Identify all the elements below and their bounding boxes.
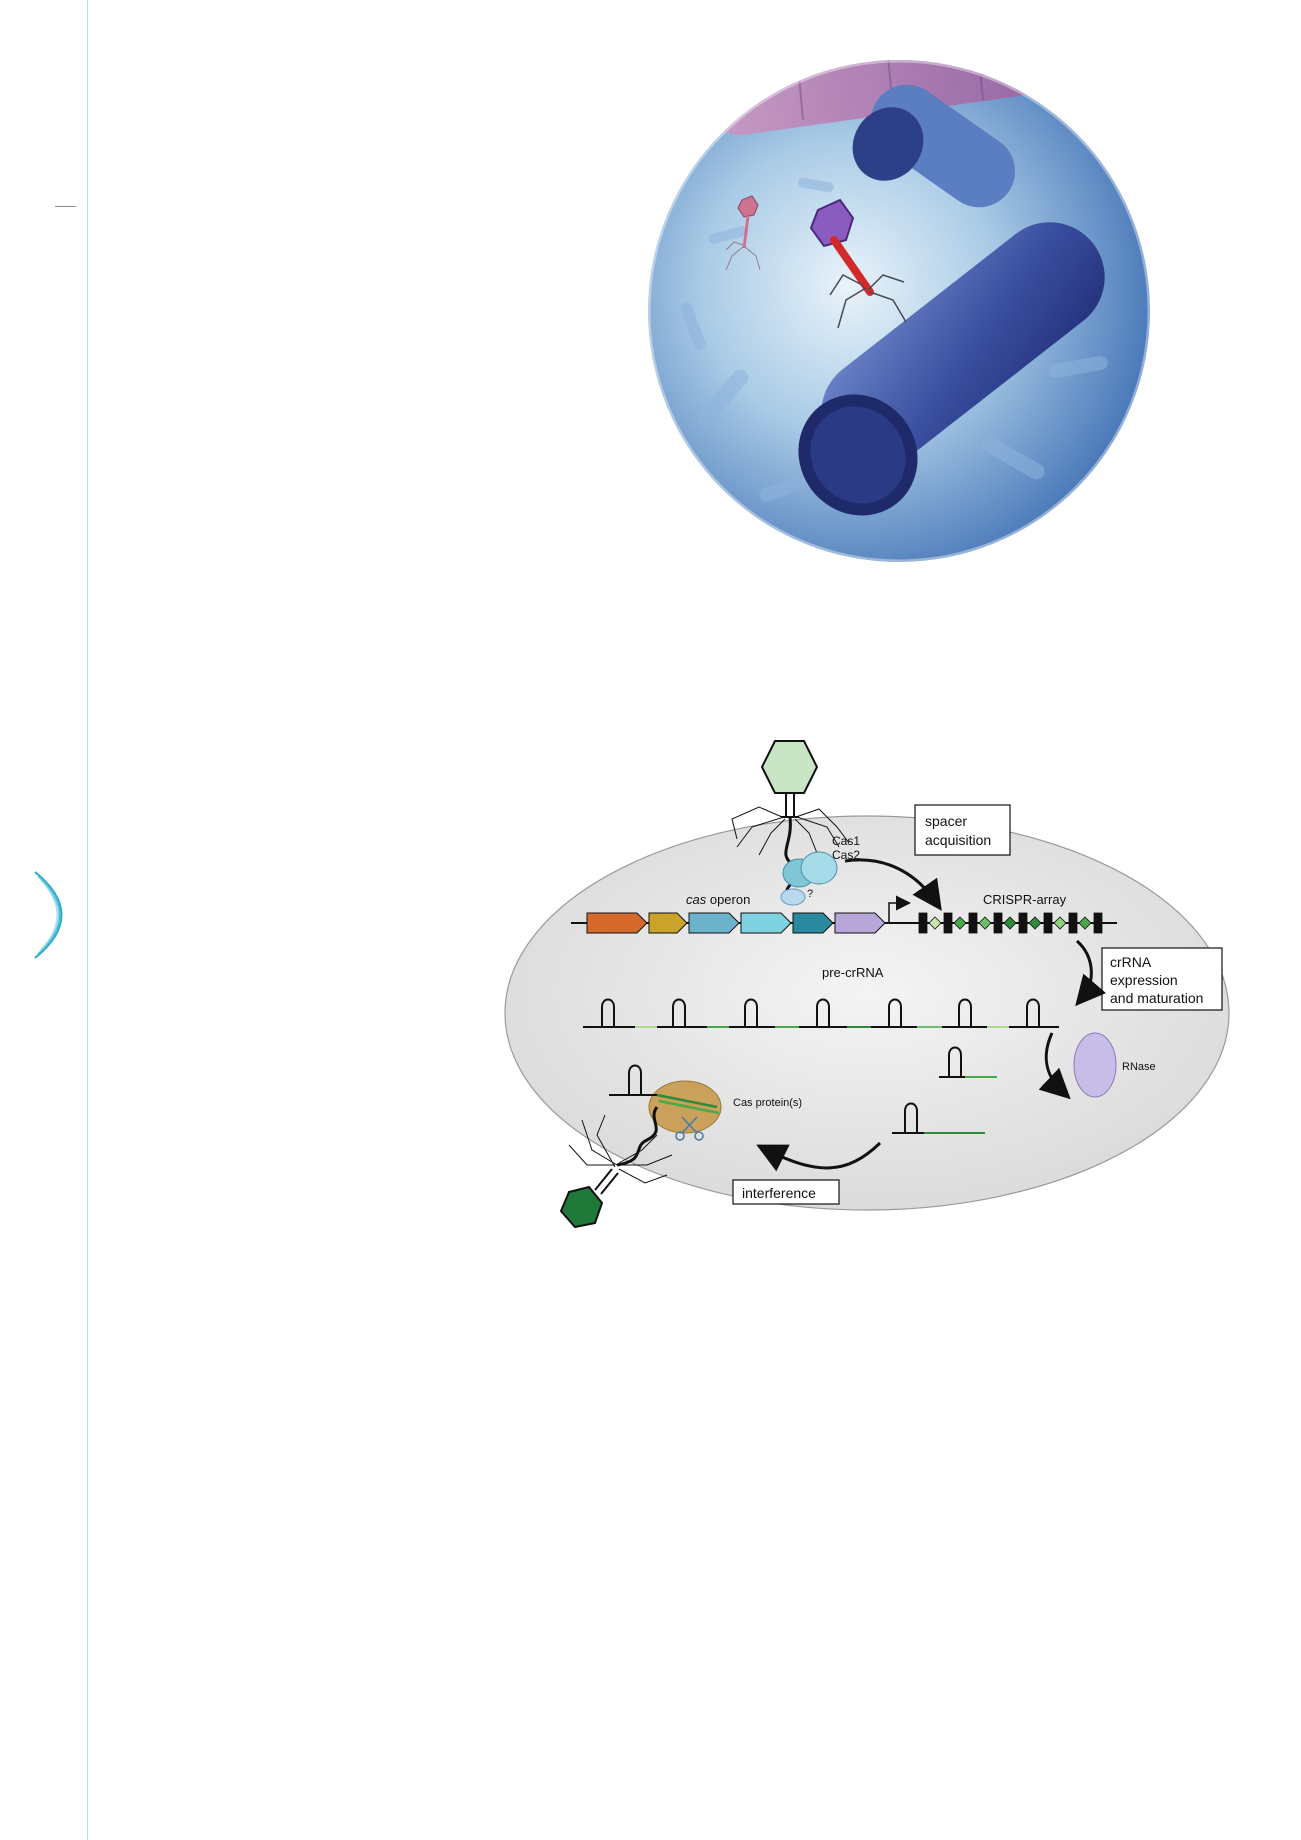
margin-rule xyxy=(87,0,88,1840)
crispr-array-label: CRISPR-array xyxy=(983,892,1067,907)
mature-crrna xyxy=(892,1102,985,1134)
svg-text:acquisition: acquisition xyxy=(925,832,991,848)
acquisition-arrow xyxy=(844,858,942,911)
scissors-icon xyxy=(675,1116,704,1141)
cas1-label: Cas1 xyxy=(832,834,860,848)
cas-operon-label: cas operon xyxy=(686,892,750,907)
processing-arrow xyxy=(1038,1032,1071,1100)
cas-protein-label: Cas protein(s) xyxy=(733,1097,802,1109)
margin-tick xyxy=(55,206,76,207)
svg-text:and maturation: and maturation xyxy=(1110,990,1203,1006)
cas2-label: Cas2 xyxy=(832,848,860,862)
crispr-diagram: Cas1 Cas2 ? spacer acquisition cas opero… xyxy=(504,740,1230,1229)
interference-arrow xyxy=(756,1141,882,1172)
cas-bound-crrna xyxy=(609,1064,720,1115)
svg-text:interference: interference xyxy=(742,1185,816,1201)
svg-text:crRNA: crRNA xyxy=(1110,954,1152,970)
bacteriophage-photo xyxy=(648,60,1150,562)
rnase-label: RNase xyxy=(1122,1061,1156,1073)
svg-text:expression: expression xyxy=(1110,972,1178,988)
pre-crrna-label: pre-crRNA xyxy=(822,965,884,980)
cas1-cas2-complex-icon xyxy=(780,851,838,906)
interference-box: interference xyxy=(732,1179,840,1205)
cas-gene-arrows xyxy=(586,912,886,934)
phage-bottom-icon xyxy=(559,1106,673,1229)
rnase-icon xyxy=(1073,1032,1117,1098)
promoter-arrow xyxy=(888,895,911,923)
crispr-array-icon xyxy=(918,912,1103,934)
logo-arc-icon xyxy=(34,871,63,959)
question-label: ? xyxy=(807,888,813,900)
spacer-acquisition-box: spacer acquisition xyxy=(914,804,1011,856)
pre-crrna-strand xyxy=(583,998,1059,1028)
processed-crrna-1 xyxy=(939,1046,997,1078)
crrna-expression-box: crRNA expression and maturation xyxy=(1101,947,1223,1011)
svg-text:spacer: spacer xyxy=(925,813,967,829)
expression-arrow xyxy=(1075,939,1107,1007)
